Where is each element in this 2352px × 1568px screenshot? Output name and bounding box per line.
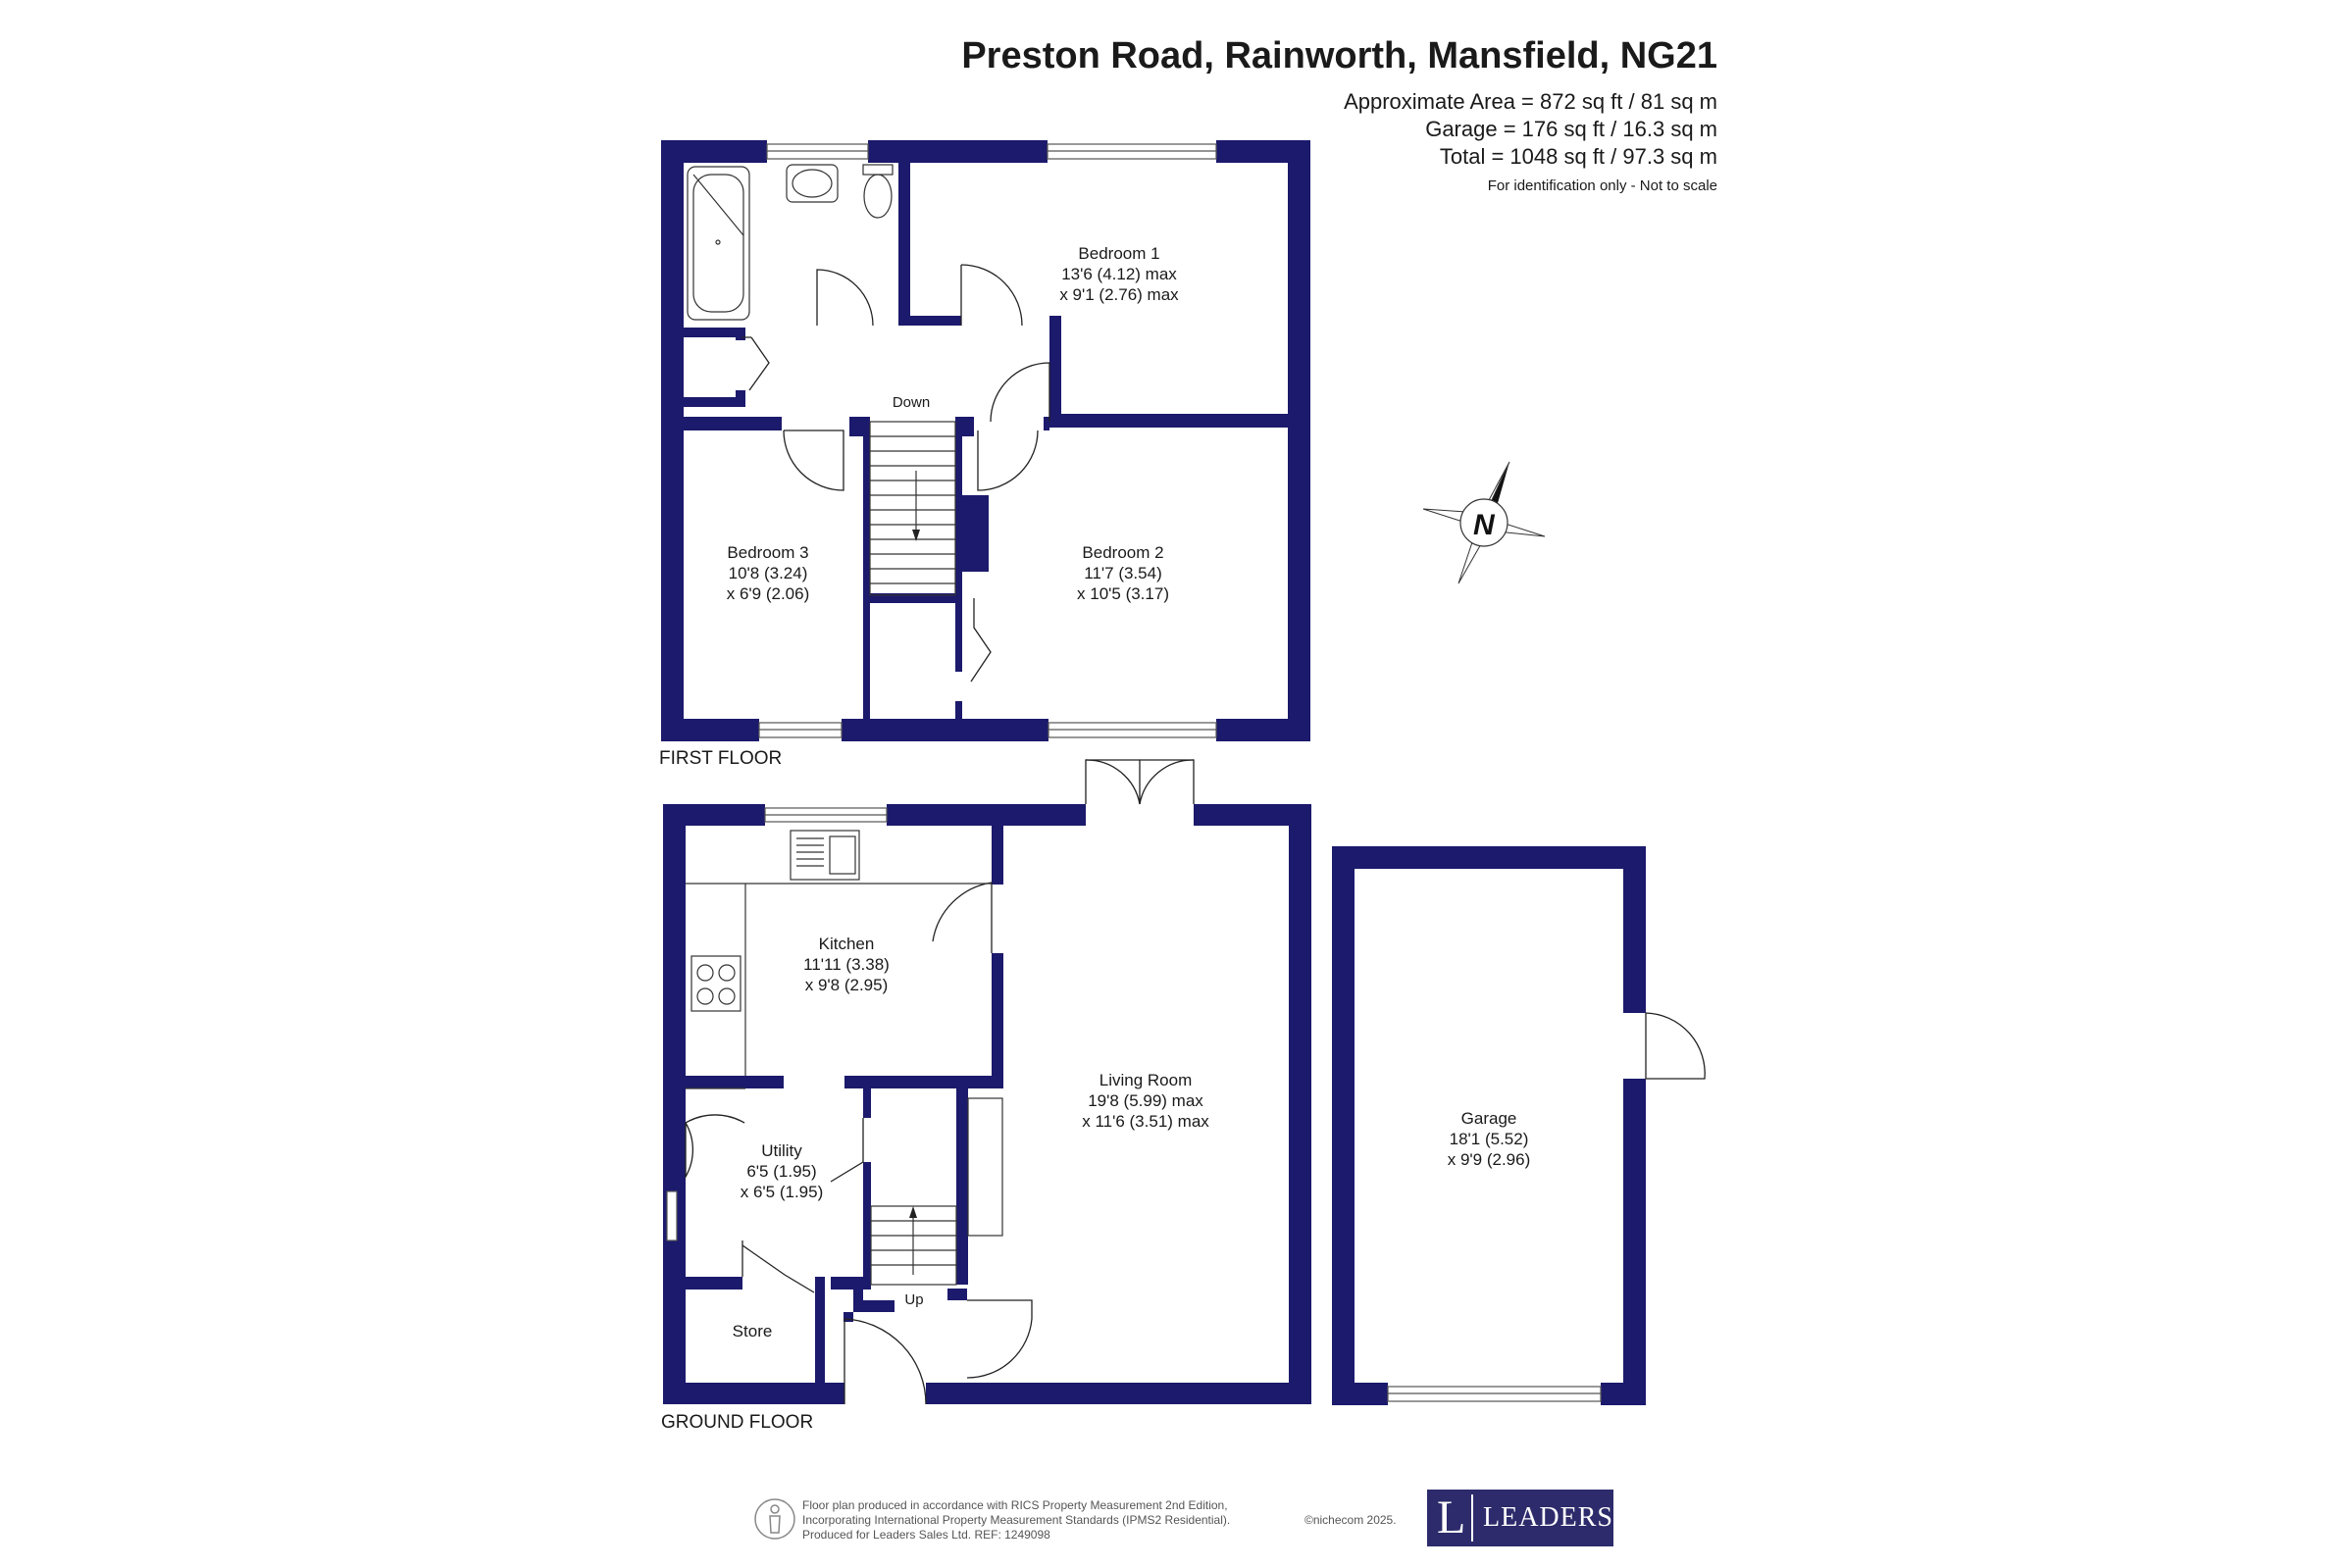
footer-line: Produced for Leaders Sales Ltd. REF: 124… bbox=[802, 1528, 1050, 1542]
room-name: Bedroom 2 bbox=[1082, 543, 1164, 562]
approx-area: Approximate Area = 872 sq ft / 81 sq m bbox=[1344, 89, 1717, 114]
walls bbox=[661, 140, 1646, 1405]
room-bedroom-1: Bedroom 1 13'6 (4.12) max x 9'1 (2.76) m… bbox=[1059, 243, 1178, 305]
room-garage: Garage 18'1 (5.52) x 9'9 (2.96) bbox=[1448, 1108, 1531, 1170]
footer-line: Floor plan produced in accordance with R… bbox=[802, 1498, 1228, 1512]
room-dim: 10'8 (3.24) bbox=[728, 564, 808, 582]
ground-floor-label: GROUND FLOOR bbox=[661, 1412, 814, 1433]
first-floor-label: FIRST FLOOR bbox=[659, 748, 783, 769]
room-dim: 18'1 (5.52) bbox=[1449, 1130, 1529, 1148]
room-dim: x 9'1 (2.76) max bbox=[1059, 285, 1179, 304]
footer-disclaimer: Floor plan produced in accordance with R… bbox=[802, 1498, 1230, 1543]
windows bbox=[666, 143, 1602, 1402]
room-dim: 6'5 (1.95) bbox=[746, 1162, 817, 1181]
property-address: Preston Road, Rainworth, Mansfield, NG21 bbox=[961, 35, 1717, 76]
footer-line: Incorporating International Property Mea… bbox=[802, 1513, 1231, 1527]
room-name: Store bbox=[732, 1322, 773, 1340]
room-living-room: Living Room 19'8 (5.99) max x 11'6 (3.51… bbox=[1082, 1070, 1209, 1132]
room-name: Utility bbox=[761, 1141, 802, 1160]
compass-n-label: N bbox=[1473, 509, 1496, 541]
room-dim: x 9'8 (2.95) bbox=[804, 976, 889, 994]
room-name: Garage bbox=[1460, 1109, 1517, 1128]
room-dim: 11'11 (3.38) bbox=[803, 955, 890, 974]
room-dim: x 6'9 (2.06) bbox=[726, 584, 810, 603]
room-store: Store bbox=[733, 1321, 773, 1341]
room-utility: Utility 6'5 (1.95) x 6'5 (1.95) bbox=[741, 1140, 824, 1202]
room-dim: x 9'9 (2.96) bbox=[1447, 1150, 1531, 1169]
room-bedroom-3: Bedroom 3 10'8 (3.24) x 6'9 (2.06) bbox=[727, 542, 810, 604]
room-name: Living Room bbox=[1099, 1071, 1193, 1089]
room-dim: 13'6 (4.12) max bbox=[1061, 265, 1177, 283]
leaders-logo: L LEADERS bbox=[1427, 1490, 1613, 1546]
room-name: Bedroom 3 bbox=[727, 543, 809, 562]
compass-rose-icon: N bbox=[1422, 461, 1546, 584]
garage-area: Garage = 176 sq ft / 16.3 sq m bbox=[1425, 117, 1717, 141]
logo-wordmark: LEADERS bbox=[1483, 1502, 1613, 1533]
stairs-down-label: Down bbox=[892, 394, 931, 411]
scale-note: For identification only - Not to scale bbox=[1487, 177, 1717, 194]
room-kitchen: Kitchen 11'11 (3.38) x 9'8 (2.95) bbox=[803, 934, 890, 995]
room-name: Kitchen bbox=[818, 935, 875, 953]
footer-person-icon bbox=[754, 1498, 795, 1540]
footer-copyright: ©nichecom 2025. bbox=[1304, 1513, 1397, 1527]
room-dim: x 6'5 (1.95) bbox=[740, 1183, 824, 1201]
room-name: Bedroom 1 bbox=[1078, 244, 1160, 263]
room-dim: 19'8 (5.99) max bbox=[1088, 1091, 1203, 1110]
room-bedroom-2: Bedroom 2 11'7 (3.54) x 10'5 (3.17) bbox=[1077, 542, 1169, 604]
stair-arrows bbox=[909, 530, 920, 1218]
total-area: Total = 1048 sq ft / 97.3 sq m bbox=[1439, 144, 1717, 169]
stairs-up-label: Up bbox=[904, 1291, 924, 1308]
room-dim: 11'7 (3.54) bbox=[1084, 564, 1162, 582]
door-swings bbox=[685, 264, 1706, 1405]
fixtures bbox=[686, 164, 1003, 1286]
room-dim: x 11'6 (3.51) max bbox=[1082, 1112, 1209, 1131]
room-dim: x 10'5 (3.17) bbox=[1077, 584, 1169, 603]
logo-initial: L bbox=[1437, 1494, 1473, 1542]
